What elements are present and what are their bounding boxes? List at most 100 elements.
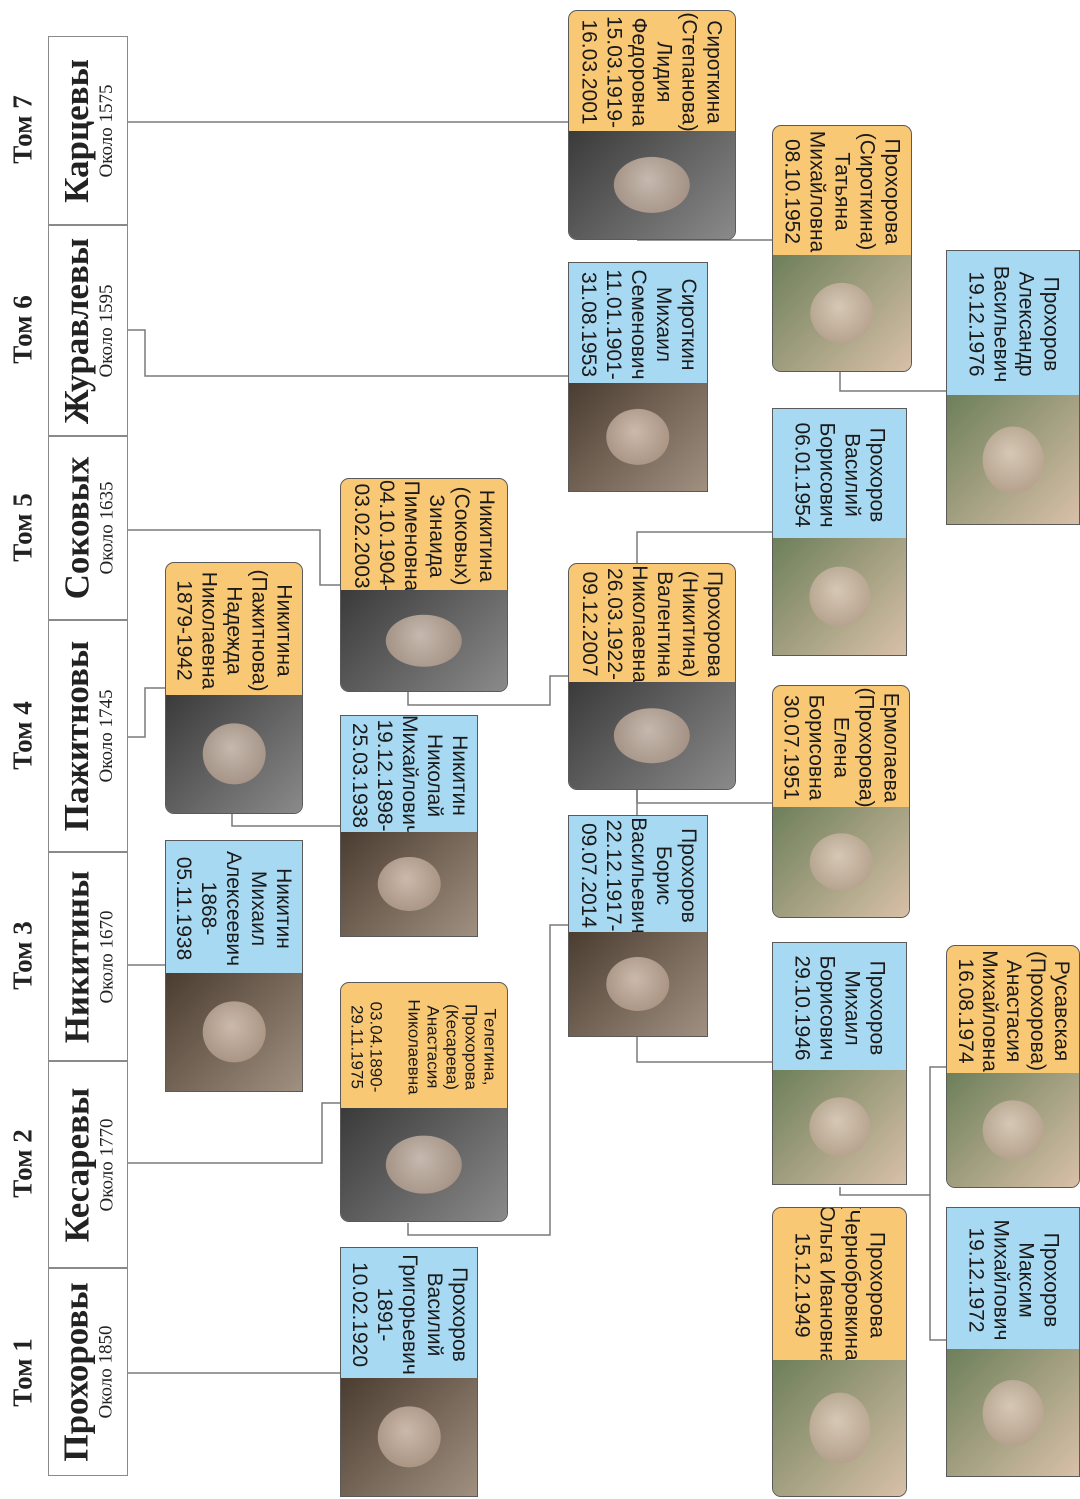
person-line: Сироткин [676,278,700,370]
person-line: Михайлович [397,715,421,836]
person-line: 09.12.2007 [578,571,601,677]
person-line: Прохоров [865,427,889,522]
person-line: Василий [840,432,864,517]
face-silhouette [202,723,266,785]
family-date: Около 1850 [96,1325,117,1419]
person-line: 10.02.1920 [347,1261,371,1367]
person-line: Михайлович [989,1219,1012,1340]
person-line: (Пажитнова) [247,568,271,692]
portrait-photo [166,973,302,1091]
person-line: 22.12.1917- [601,818,625,932]
family-name: Карцевы [57,58,96,203]
person-line: 09.07.2014 [576,822,600,928]
person-line: (Прохорова) [1026,950,1049,1071]
person-line: (Прохорова) [854,687,878,808]
person-line: Григорьевич [397,1253,421,1375]
tom-label-7: Том 7 [7,95,38,164]
family-date: Около 1635 [96,481,117,575]
portrait-photo [569,383,707,491]
person-line: Александр [1014,271,1037,377]
face-silhouette [385,614,463,667]
portrait-photo [773,1360,906,1496]
person-line: 05.11.1938 [172,856,196,960]
person-line: Прохорова [703,570,726,678]
person-line: Николаевна [405,998,424,1095]
person-line: Никитина [474,489,498,582]
person-line: 19.12.1898- [372,718,396,832]
person-line: Прохорова [865,1231,889,1339]
portrait-photo [341,590,507,691]
person-line [386,999,405,1094]
person-line: Николаевна [197,571,221,689]
person-line: (Сироткина) [855,132,879,251]
person-line: Телегина, [481,1008,500,1085]
person-line: Борис [651,845,675,905]
person-line: (Кесарева) [443,1003,462,1090]
family-name: Никитины [57,870,97,1043]
face-silhouette [606,956,670,1012]
person-line: Никитин [272,867,296,949]
portrait-photo [166,695,302,813]
tom-label-4: Том 4 [7,700,38,770]
face-silhouette [377,1406,441,1468]
person-line: 06.01.1954 [790,421,814,528]
person-line: Прохоров [447,1266,471,1362]
person-line: Русавская [1050,960,1073,1061]
person-line: Прохоров [1039,1232,1062,1327]
person-line: Никитин [447,734,471,816]
person-line: 15.12.1949 [790,1232,814,1338]
person-line: Прохорова [462,1003,481,1090]
person-line: Сироткина [702,20,726,124]
person-line: Анастасия [1002,959,1025,1062]
portrait-photo [341,1108,507,1221]
portrait-photo [773,807,909,917]
person-line: 1891- [372,1287,396,1341]
person-line: 16.08.1974 [954,957,977,1064]
person-line: 19.12.1972 [964,1226,987,1333]
person-line: (Никитина) [678,570,701,678]
person-line: Максим [1014,1241,1037,1318]
person-line: 16.03.2001 [577,19,601,125]
face-silhouette [808,1097,871,1157]
person-line: Татьяна [830,152,854,231]
person-line: Прохорова [880,138,904,245]
portrait-photo [947,1073,1079,1187]
person-line: Зинаида [424,493,448,578]
person-line: 31.08.1953 [576,271,600,377]
person-line: Лидия [652,41,676,103]
family-name: Кесаревы [57,1087,97,1242]
person-line: Василий [422,1272,446,1356]
person-line: 08.10.1952 [780,138,804,245]
person-line: Прохоров [865,960,889,1055]
face-silhouette [982,425,1044,494]
person-line: Борисович [815,954,839,1061]
